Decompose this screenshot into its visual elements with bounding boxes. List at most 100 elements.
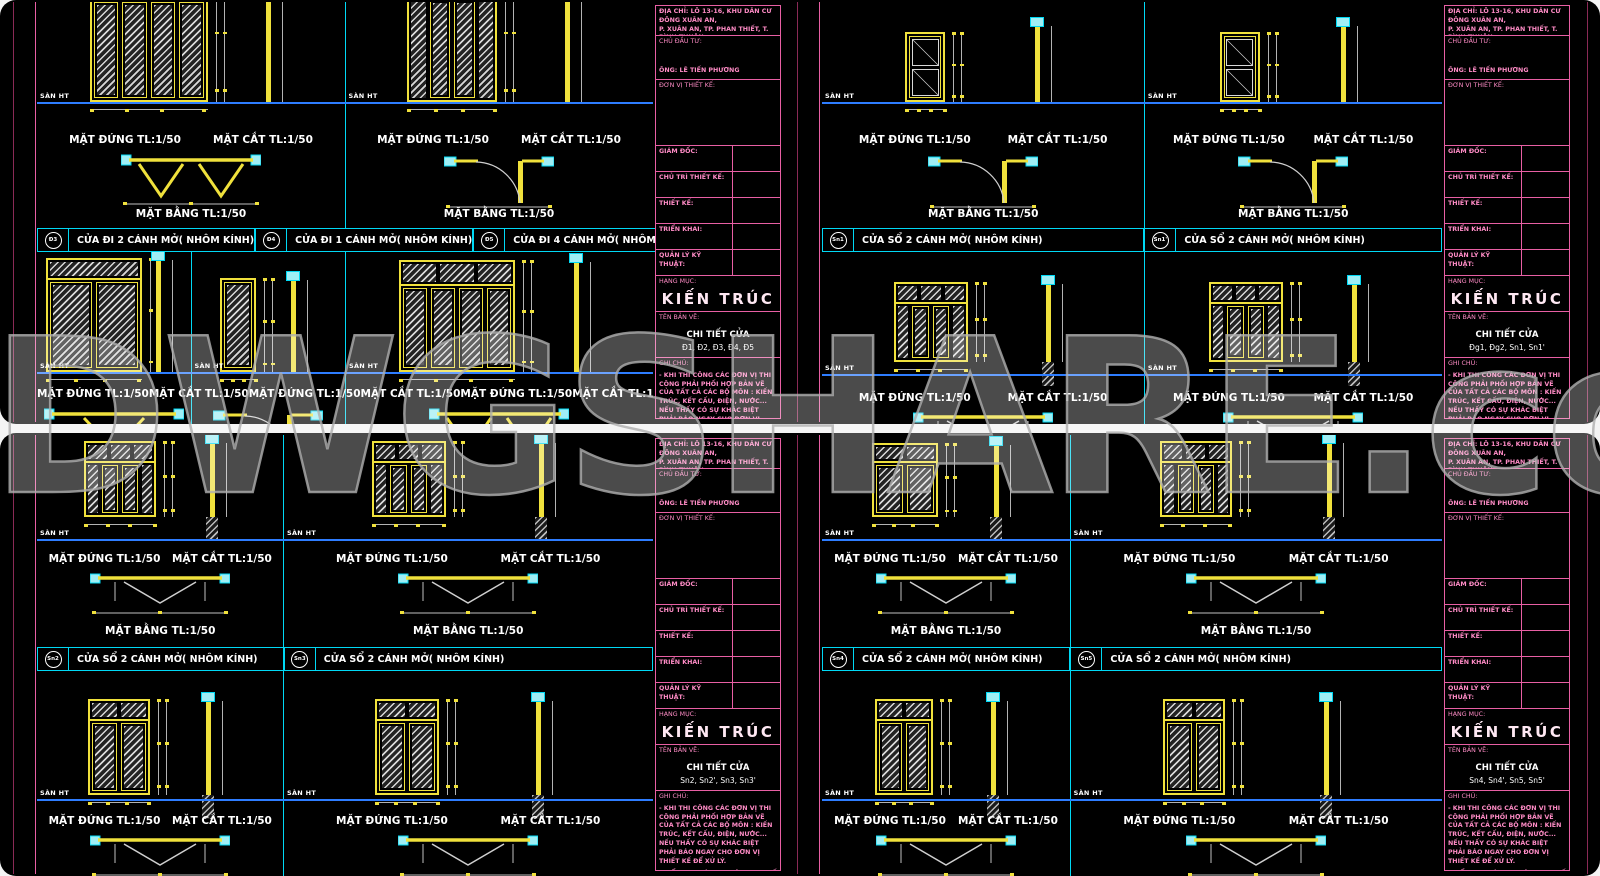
dimension-tick (84, 524, 89, 527)
signature-label: TRIỂN KHAI: (1448, 226, 1492, 233)
dimension-tick (152, 524, 157, 527)
drawing-group: SÀN HT (37, 671, 283, 876)
sheet-border-line (35, 435, 36, 874)
signature-cell (732, 250, 780, 275)
dimension-tick (87, 802, 92, 805)
dimension-tick (939, 699, 944, 702)
glass-pane (1230, 309, 1241, 355)
dimension-line-vertical (222, 2, 227, 102)
dimension-tick (1240, 742, 1245, 745)
sheet-border-line (819, 2, 820, 422)
sheet-border-line (35, 2, 36, 422)
wall-hatch-block (205, 517, 218, 541)
titleblock-category: HẠNG MỤC:KIẾN TRÚC (656, 276, 780, 312)
dimension-tick (1219, 109, 1224, 112)
titleblock-signature-row: TRIỂN KHAI: (656, 224, 780, 250)
glass-pane (490, 291, 508, 365)
dimension-tick (1252, 369, 1257, 372)
drawing-group: SÀN HT (822, 671, 1070, 876)
window-elevation-drawing (1163, 699, 1245, 805)
drawing-code-badge: Đ3 (44, 231, 62, 249)
drawing-group: SÀN HT (1143, 252, 1442, 424)
plan-drawing (120, 152, 262, 214)
dimension-tick (1266, 95, 1271, 98)
glass-pane (462, 291, 480, 365)
dimension-tick (1231, 109, 1236, 112)
side-lite-glass (478, 2, 494, 98)
door-leaf (224, 282, 252, 368)
door-leaf (120, 723, 146, 791)
dimension-tick (909, 802, 914, 805)
section-frame-bar (993, 445, 999, 517)
titleblock-design-unit: ĐƠN VỊ THIẾT KẾ: (656, 513, 780, 579)
titleblock-category: HẠNG MỤC:KIẾN TRÚC (1445, 276, 1569, 312)
dimension-tick (1202, 524, 1207, 527)
investor-label: CHỦ ĐẦU TƯ: (659, 38, 702, 45)
dimension-tick (974, 282, 979, 285)
side-lite-glass (411, 2, 426, 98)
plan-drawing (89, 571, 231, 621)
dimension-line-vertical (952, 32, 957, 102)
section-frame-bar (539, 443, 545, 517)
dimension-tick (911, 524, 916, 527)
plan-label: MẶT BẰNG TL:1/50 (1200, 625, 1312, 637)
wall-hatch-block (532, 795, 544, 819)
elevation-label: MẶT ĐỨNG TL:1/50 (1123, 815, 1236, 827)
door-leaf (1247, 306, 1265, 358)
signature-label: TRIỂN KHAI: (659, 659, 703, 666)
section-drawing (1346, 275, 1378, 386)
dimension-line-vertical (1274, 32, 1279, 102)
signature-label: GIÁM ĐỐC: (1448, 581, 1487, 588)
drawing-title-label: CỬA SỔ 2 CÁNH MỞ( NHÔM KÍNH) (323, 653, 505, 665)
dimension-tick (944, 476, 949, 479)
section-frame-bar (1340, 26, 1346, 102)
glass-pane (1250, 309, 1262, 355)
section-label: MẶT CẮT TL:1/50 (171, 553, 272, 565)
door-leaf (49, 282, 92, 368)
section-label: MẶT CẮT TL:1/50 (1288, 553, 1389, 565)
section-drawing (260, 2, 292, 102)
plan-label: MẶT BẰNG TL:1/50 (928, 208, 1039, 220)
floor-line-label: SÀN HT (40, 789, 70, 797)
dimension-tick (399, 379, 403, 382)
titleblock-signature-row: TRIỂN KHAI: (1445, 657, 1569, 683)
elevation-label: MẶT ĐỨNG TL:1/50 (48, 553, 161, 565)
door-leaf (454, 2, 475, 98)
glass-pane (105, 468, 116, 510)
dimension-tick (1297, 354, 1302, 357)
dimension-tick (943, 109, 948, 112)
category-label: HẠNG MỤC: (659, 278, 697, 285)
dimension-tick (156, 785, 161, 788)
titleblock-investor: CHỦ ĐẦU TƯ:ÔNG: LÊ TIẾN PHƯƠNG (1445, 36, 1569, 80)
dimension-tick (103, 379, 108, 382)
dimension-line-vertical (1297, 282, 1302, 362)
dimension-line-vertical (1238, 441, 1243, 517)
signature-cell (732, 198, 780, 223)
dimension-tick (434, 109, 439, 112)
dimension-tick (1238, 509, 1243, 512)
titleblock-signature-row: THIẾT KẾ: (1445, 198, 1569, 224)
drawing-title-label: CỬA SỔ 2 CÁNH MỞ( NHÔM KÍNH) (862, 234, 1043, 246)
dimension-tick (222, 31, 227, 35)
titleblock-signature-row: QUẢN LÝ KỸ THUẬT: (1445, 683, 1569, 709)
window-elevation-drawing (874, 699, 952, 805)
leaf-row (374, 463, 444, 515)
glass-pane-braced (1226, 38, 1254, 66)
door-leaf (459, 288, 483, 368)
side-lite-glass (1163, 465, 1174, 513)
section-drawing (1321, 435, 1353, 541)
floor-line-label: SÀN HT (40, 362, 70, 370)
dimension-line-vertical (512, 2, 517, 102)
drawing-title-label: CỬA ĐI 1 CÁNH MỞ( NHÔM KÍNH) (295, 234, 473, 246)
door-leaf (409, 723, 435, 791)
elevation-frame (1159, 441, 1232, 517)
drawing-name-label: TÊN BẢN VẼ: (1448, 747, 1489, 754)
figure-row (822, 692, 1070, 819)
dimension-tick (1274, 32, 1279, 35)
drawing-codes: Sn4, Sn4', Sn5, Sn5' (1469, 775, 1545, 785)
